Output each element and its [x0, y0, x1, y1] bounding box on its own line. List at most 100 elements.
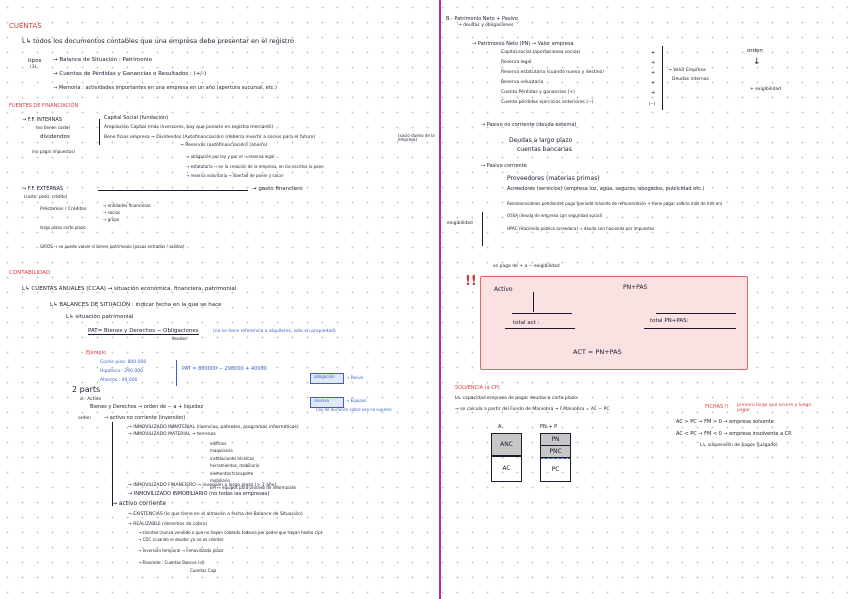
box-act-line: [512, 313, 572, 314]
material-mobiliario: mobiliario: [210, 477, 230, 483]
ejemplo-ahorros: Ahorros : 40.000: [100, 378, 138, 383]
ejemplo-coche: Coche piso: 800.000: [100, 360, 147, 365]
box-pn-line: [656, 313, 736, 314]
inmovilizado-material: → INMOVILIZADO MATERIAL → terrenos: [128, 432, 216, 437]
ff-brace: [99, 119, 100, 145]
arrow-down-icon: ↓: [753, 57, 761, 67]
clientes: → clientes (nunca vendido o que no hayan…: [138, 530, 323, 535]
pat-deudas: deudas: [172, 336, 187, 341]
balance-box: [480, 276, 748, 370]
box-pn-underline: [644, 328, 736, 329]
activo-tree-line: [112, 422, 113, 506]
situacion-patrimonial: L↳ situación patrimonial: [66, 314, 134, 320]
ff-capital-social: Capital Social (fundación): [104, 115, 169, 121]
ff-reserva-legal: → obligación por ley y por el → reserva …: [186, 154, 275, 159]
material-epi: EPI → equipos para proceso de informació…: [210, 485, 297, 491]
cuentas-title: CUENTAS: [9, 22, 42, 30]
bal-pc: PC: [540, 457, 571, 482]
case-solvente: AC > PC → FM > 0 → empresa solvente: [676, 419, 774, 425]
ff-dividendos: dividendos: [40, 134, 70, 140]
reserva-label: reserva: [314, 398, 330, 403]
ff-no-pagar: (no pagar impuestos): [32, 149, 75, 154]
ff-dueno-note: (socio dueno de la empresa): [398, 133, 435, 143]
material-herramientas: herramientas, mobiliario: [210, 463, 260, 469]
box-dotted-line: [533, 292, 534, 312]
pc-title: → Pasivo corriente: [481, 163, 527, 169]
obligacion-box: [310, 373, 344, 384]
tipos-label: tipos: [28, 58, 42, 64]
pnc-title: → Pasivo no corriente (deuda externa): [481, 122, 577, 128]
inmovilizado-inmobiliario: → INMOVILIZADO INMOBILIARIO (no todas la…: [128, 491, 270, 497]
bal-a-label: A: [498, 424, 502, 430]
ff-externas-line: [98, 190, 248, 191]
case-suspension: L↳ suspensión de pagos (juzgado): [700, 443, 778, 448]
pn-sign-1: +: [651, 50, 656, 56]
pc-acreedores: Acreedores (servicios) (empresa luz, agu…: [507, 186, 705, 192]
orden-label: orden: [78, 416, 92, 421]
a-activo: a.- Activo: [80, 397, 102, 402]
material-maquinaria: maquinaria: [210, 448, 233, 454]
page-divider: [439, 0, 441, 599]
pc-ossa: OSSA (deuda de empresa con seguridad soc…: [507, 213, 603, 218]
obligacion-pasivo: → Pasivo: [346, 375, 364, 380]
orden-right: orden: [747, 48, 763, 54]
bal-pnc: PNC: [540, 445, 571, 459]
pn-capital-social: Capital social (aportaciones socios): [501, 50, 581, 55]
pnc-deudas: Deudas a largo plazo: [509, 137, 573, 144]
box-equation: ACT = PN+PAS: [573, 348, 622, 356]
exigibilidad-label: exigibilidad: [447, 221, 473, 226]
pn-deudas-internas: Deudas internas: [672, 77, 709, 82]
ff-beneficios: Bene ficios empresa → Dividendos (Autofi…: [104, 135, 316, 140]
pn-sign-2: +: [651, 60, 656, 66]
solvencia-line-2: → se calcula a partir del Fondo de Manio…: [455, 407, 610, 412]
ejemplo-hipoteca: Hipoteca : 290.000: [100, 369, 143, 374]
ff-internas: → F.F. INTERNAS: [22, 117, 62, 123]
fuentes-title: FUENTES DE FINANCIACIÓN: [9, 103, 79, 109]
reserva-equipos: → Equipos: [346, 398, 367, 403]
primero-note: primero largo que ocurre y luego pagar: [737, 403, 812, 413]
pago-note: se paga de + a − exigibilidad: [493, 264, 560, 269]
pc-remuneraciones: Remuneraciones pendientes pago (periodo …: [507, 201, 723, 206]
tesoreria-caja: Cuentas Caja: [190, 568, 217, 573]
pat-result: PAT = 800000 − 290000 + 40000: [182, 366, 267, 372]
activo-corriente: → activo corriente: [112, 500, 167, 507]
activo-no-corriente: → activo no corriente (inversión): [104, 415, 186, 421]
balances-situacion: L↳ BALANCES DE SITUACIÓN : indicar fecha…: [50, 302, 222, 308]
tipos-count: (3): [30, 65, 37, 70]
pn-valor-empresa: → Valor Empresa: [668, 68, 706, 73]
tesoreria-bancos: → Tesorería : Cuentas Bancos (c/): [138, 560, 205, 565]
b-sub: → deudas y obligaciones: [458, 23, 514, 28]
pn-sign-6: (−): [649, 101, 656, 106]
cuentas-intro: L↳ todos los documentos contables que un…: [22, 37, 294, 45]
ejemplo-brace: [176, 360, 177, 386]
ff-entidades: → entidades financieras: [103, 203, 151, 208]
material-edificios: edificios: [210, 441, 227, 446]
ff-ampliacion: Ampliación Capital (más inversores, hay …: [104, 125, 274, 130]
ff-plazos: largo plazo corto plazo: [40, 225, 86, 230]
pc-hpac: HPAC (Hacienda pública acreedora) → deud…: [507, 226, 655, 231]
box-act-underline: [505, 328, 575, 329]
tipo-perdidas-ganancias: → Cuentas de Pérdidas y Ganancias o Resu…: [53, 71, 207, 77]
tipo-balance: → Balance de Situación : Patrimonio: [53, 57, 152, 63]
pnc-cuentas: cuentas bancarias: [517, 146, 572, 153]
pn-title: → Patrimonio Neto (PN) → Valor empresa: [472, 41, 574, 47]
cuentas-anuales: L↳ CUENTAS ANUALES (CCAA) → situación ec…: [22, 286, 237, 292]
ff-externas-note: (coste: pedir, crédito): [24, 194, 68, 199]
obligacion-label: obligación: [314, 374, 335, 379]
box-activo: Activo: [494, 286, 513, 293]
ff-internas-note: (no tienen coste): [36, 125, 71, 130]
box-total-pn: total PN+PAS:: [650, 318, 689, 324]
b-header: B.- Patrimonio Neto + Pasivo: [446, 16, 518, 22]
dos-partes: 2 parts: [72, 385, 101, 394]
inmovilizado-financiero: → INMOVILIZADO FINANCIERO → inversión a …: [128, 483, 277, 488]
exig-arrow-line: [482, 212, 483, 246]
box-pn-pas: PN+PAS: [623, 284, 648, 291]
tipo-memoria: → Memoria : actividades importantes en u…: [53, 85, 277, 91]
inversion-temporal: → Inversión temporal → inmovilizado plaz…: [138, 548, 224, 553]
pn-sign-3: +: [651, 70, 656, 76]
reserva-box: [310, 397, 344, 408]
ff-socios: → socios: [103, 210, 120, 215]
pn-brace: [662, 46, 663, 110]
ff-reserva-estatutaria: → estatutaria → en la creación de la emp…: [186, 164, 324, 169]
pat-note: (no se hace referencia a alquileres, sol…: [213, 329, 336, 334]
